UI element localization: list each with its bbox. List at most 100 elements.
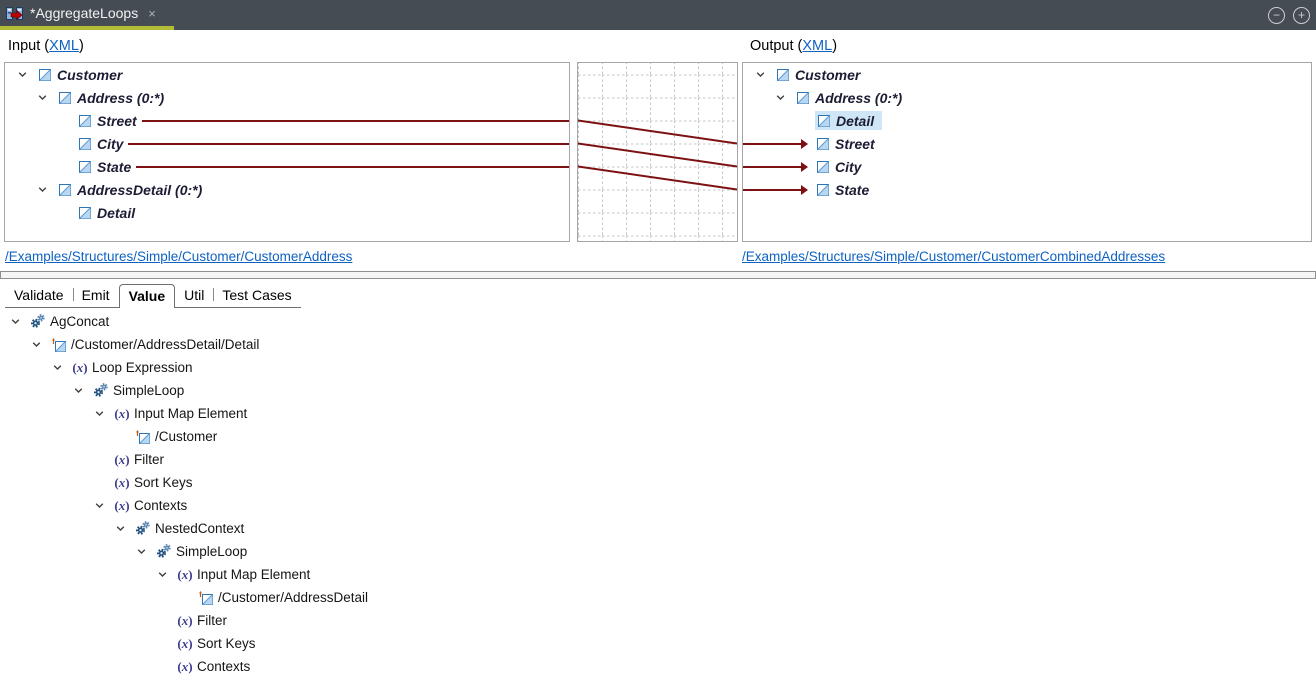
chevron-down-icon[interactable] (115, 523, 135, 534)
tree-row-label: City (97, 135, 124, 152)
tree-row-detail[interactable]: Detail (5, 201, 569, 224)
selected-node-highlight: Detail (815, 111, 883, 130)
element-icon (77, 137, 93, 150)
tree-row-label: Street (835, 135, 875, 152)
tree-row-address-0[interactable]: Address (0:*) (743, 86, 1311, 109)
chevron-down-icon[interactable] (17, 69, 37, 80)
fx-icon: (x) (72, 359, 88, 375)
tree-row-addressdetail-0[interactable]: AddressDetail (0:*) (5, 178, 569, 201)
chevron-down-icon[interactable] (775, 92, 795, 103)
tree-row-city[interactable]: City (5, 132, 569, 155)
tree-row-state[interactable]: State (5, 155, 569, 178)
tree-row-agconcat[interactable]: AgConcat (0, 310, 1316, 333)
value-tree[interactable]: AgConcat/Customer/AddressDetail/Detail(x… (0, 310, 1316, 680)
tree-row-contexts[interactable]: (x)Contexts (0, 655, 1316, 678)
tab-test-cases[interactable]: Test Cases (213, 284, 301, 308)
tree-row-label: City (835, 158, 862, 175)
tree-row-street[interactable]: Street (743, 132, 1311, 155)
tree-row-sort-keys[interactable]: (x)Sort Keys (0, 632, 1316, 655)
tree-row-customer[interactable]: Customer (743, 63, 1311, 86)
fx-icon: (x) (177, 612, 193, 628)
output-structure-link[interactable]: /Examples/Structures/Simple/Customer/Cus… (742, 249, 1166, 264)
mapping-line[interactable] (128, 142, 569, 145)
tree-row-simpleloop[interactable]: SimpleLoop (0, 540, 1316, 563)
chevron-down-icon[interactable] (37, 184, 57, 195)
mapping-line[interactable] (578, 119, 737, 145)
tab-validate[interactable]: Validate (5, 284, 73, 308)
tree-row-label: Customer (795, 66, 861, 83)
title-bar: *AggregateLoops × −+ (0, 0, 1316, 30)
tab-close-icon[interactable]: × (148, 5, 156, 21)
fx-icon: (x) (114, 497, 130, 513)
circle-plus-button[interactable]: + (1293, 6, 1310, 24)
mapping-line[interactable] (141, 119, 569, 122)
tree-row-address-0[interactable]: Address (0:*) (5, 86, 569, 109)
mapping-line[interactable] (136, 165, 569, 168)
input-xml-link[interactable]: XML (49, 38, 79, 54)
mapping-arrow-icon (743, 184, 808, 195)
tree-row-customer-addressdetail[interactable]: /Customer/AddressDetail (0, 586, 1316, 609)
tree-row-filter[interactable]: (x) Filter (0, 448, 1316, 471)
fx-icon: (x) (114, 451, 130, 467)
mapping-line[interactable] (578, 165, 737, 191)
tree-row-detail[interactable]: Detail (743, 109, 1311, 132)
tree-row-input-map-element[interactable]: (x)Input Map Element (0, 402, 1316, 425)
tree-row-label: AgConcat (50, 314, 110, 329)
tree-row-label: Filter (134, 452, 164, 467)
tree-row-label: Contexts (197, 659, 251, 674)
tree-row-simpleloop[interactable]: SimpleLoop (0, 379, 1316, 402)
tree-row-label: Sort Keys (197, 636, 256, 651)
chevron-down-icon[interactable] (94, 408, 114, 419)
tree-row-customer[interactable]: Customer (5, 63, 569, 86)
chevron-down-icon[interactable] (10, 316, 30, 327)
tree-row-sort-keys[interactable]: (x)Sort Keys (0, 471, 1316, 494)
chevron-down-icon[interactable] (136, 546, 156, 557)
tab-value[interactable]: Value (118, 284, 176, 308)
chevron-down-icon[interactable] (73, 385, 93, 396)
mapelem-icon (198, 590, 214, 605)
tree-row-label: Input Map Element (197, 567, 311, 582)
tree-row-nestedcontext[interactable]: NestedContext (0, 517, 1316, 540)
horizontal-splitter[interactable] (0, 271, 1316, 279)
tree-row-contexts[interactable]: (x)Contexts (0, 494, 1316, 517)
tree-row-loop-expression[interactable]: (x)Loop Expression (0, 356, 1316, 379)
tree-row-input-map-element[interactable]: (x)Input Map Element (0, 563, 1316, 586)
chevron-down-icon[interactable] (157, 569, 177, 580)
mapping-canvas[interactable] (577, 62, 738, 242)
mapping-line[interactable] (578, 142, 737, 168)
tree-row-city[interactable]: City (743, 155, 1311, 178)
document-tab[interactable]: *AggregateLoops × (0, 0, 174, 30)
output-xml-link[interactable]: XML (802, 38, 833, 54)
element-icon (77, 206, 93, 219)
tab-util[interactable]: Util (175, 284, 214, 308)
tree-row-customer[interactable]: /Customer (0, 425, 1316, 448)
tree-row-label: Address (0:*) (77, 89, 165, 106)
tree-row-filter[interactable]: (x) Filter (0, 609, 1316, 632)
circle-minus-button[interactable]: − (1268, 6, 1285, 24)
chevron-down-icon[interactable] (52, 362, 72, 373)
tab-emit[interactable]: Emit (72, 284, 119, 308)
tree-row-street[interactable]: Street (5, 109, 569, 132)
chevron-down-icon[interactable] (31, 339, 51, 350)
tree-row-label: Filter (197, 613, 227, 628)
input-structure-link[interactable]: /Examples/Structures/Simple/Customer/Cus… (5, 249, 353, 264)
input-header-suffix: ) (78, 38, 84, 54)
element-icon (815, 137, 831, 150)
chevron-down-icon[interactable] (37, 92, 57, 103)
fx-icon: (x) (114, 474, 130, 490)
map-file-icon (6, 6, 24, 21)
tree-row-customer-addressdetail-detail[interactable]: /Customer/AddressDetail/Detail (0, 333, 1316, 356)
fx-icon: (x) (114, 405, 130, 421)
element-icon (37, 68, 53, 81)
tree-row-label: Detail (97, 204, 136, 221)
output-header-suffix: ) (832, 38, 838, 54)
chevron-down-icon[interactable] (755, 69, 775, 80)
chevron-down-icon[interactable] (94, 500, 114, 511)
element-icon (57, 183, 73, 196)
active-tab-underline (0, 26, 174, 30)
gears-icon (156, 544, 172, 559)
tree-row-state[interactable]: State (743, 178, 1311, 201)
